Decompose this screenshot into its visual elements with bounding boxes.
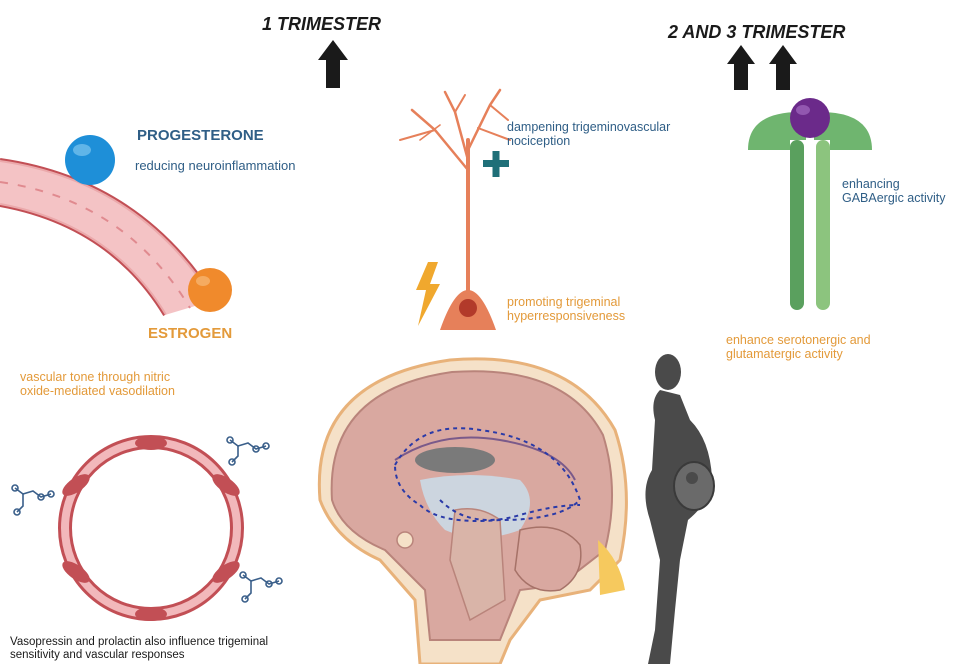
serotonergic-text: enhance serotonergic and glutamatergic a… [726, 333, 871, 361]
second-third-trimester-label: 2 AND 3 TRIMESTER [668, 22, 845, 43]
up-arrow-icon [769, 45, 797, 90]
plus-icon [483, 151, 509, 177]
vasopressin-note: Vasopressin and prolactin also influence… [10, 636, 268, 662]
vascular-tone-text: vascular tone through nitric oxide-media… [20, 370, 175, 398]
pregnant-woman-silhouette [645, 354, 714, 664]
lightning-icon [416, 262, 440, 326]
first-trimester-label: 1 TRIMESTER [262, 14, 381, 35]
progesterone-label: PROGESTERONE [137, 127, 264, 144]
estrogen-label: ESTROGEN [148, 325, 232, 342]
vessel-wall [0, 160, 215, 315]
estrogen-ball [188, 268, 232, 312]
vessel-ring [59, 436, 243, 621]
neuron-nucleus [459, 299, 477, 317]
reducing-neuroinflammation-text: reducing neuroinflammation [135, 159, 295, 173]
brain-section [319, 359, 626, 664]
molecule-icon [227, 437, 269, 465]
progesterone-ball [65, 135, 115, 185]
molecule-icon [240, 572, 282, 602]
dampening-nociception-text: dampening trigeminovascular nociception [507, 120, 670, 148]
gaba-receptor [748, 110, 872, 310]
up-arrow-icon [318, 40, 348, 88]
molecule-icon [12, 485, 54, 515]
neuron [400, 90, 510, 290]
gabaergic-text: enhancing GABAergic activity [842, 177, 946, 205]
promoting-hyperresponsiveness-text: promoting trigeminal hyperresponsiveness [507, 295, 625, 323]
ligand-ball [790, 98, 830, 138]
up-arrow-icon [727, 45, 755, 90]
